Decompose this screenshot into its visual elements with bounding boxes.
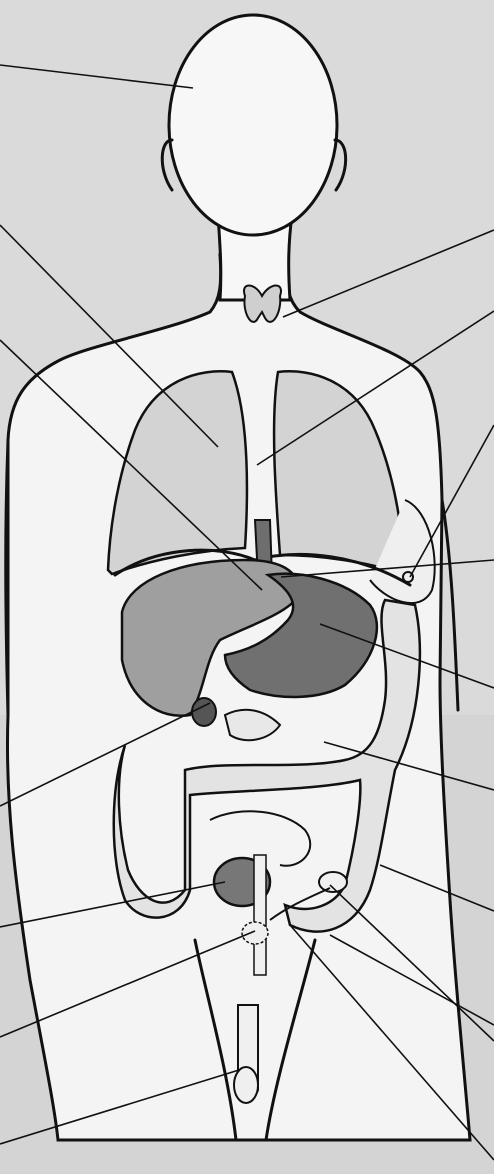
bladder-section xyxy=(254,855,266,975)
head xyxy=(169,15,337,235)
gallbladder xyxy=(192,698,216,726)
prostate xyxy=(242,922,268,944)
testis xyxy=(234,1067,258,1103)
kidney xyxy=(319,872,347,892)
